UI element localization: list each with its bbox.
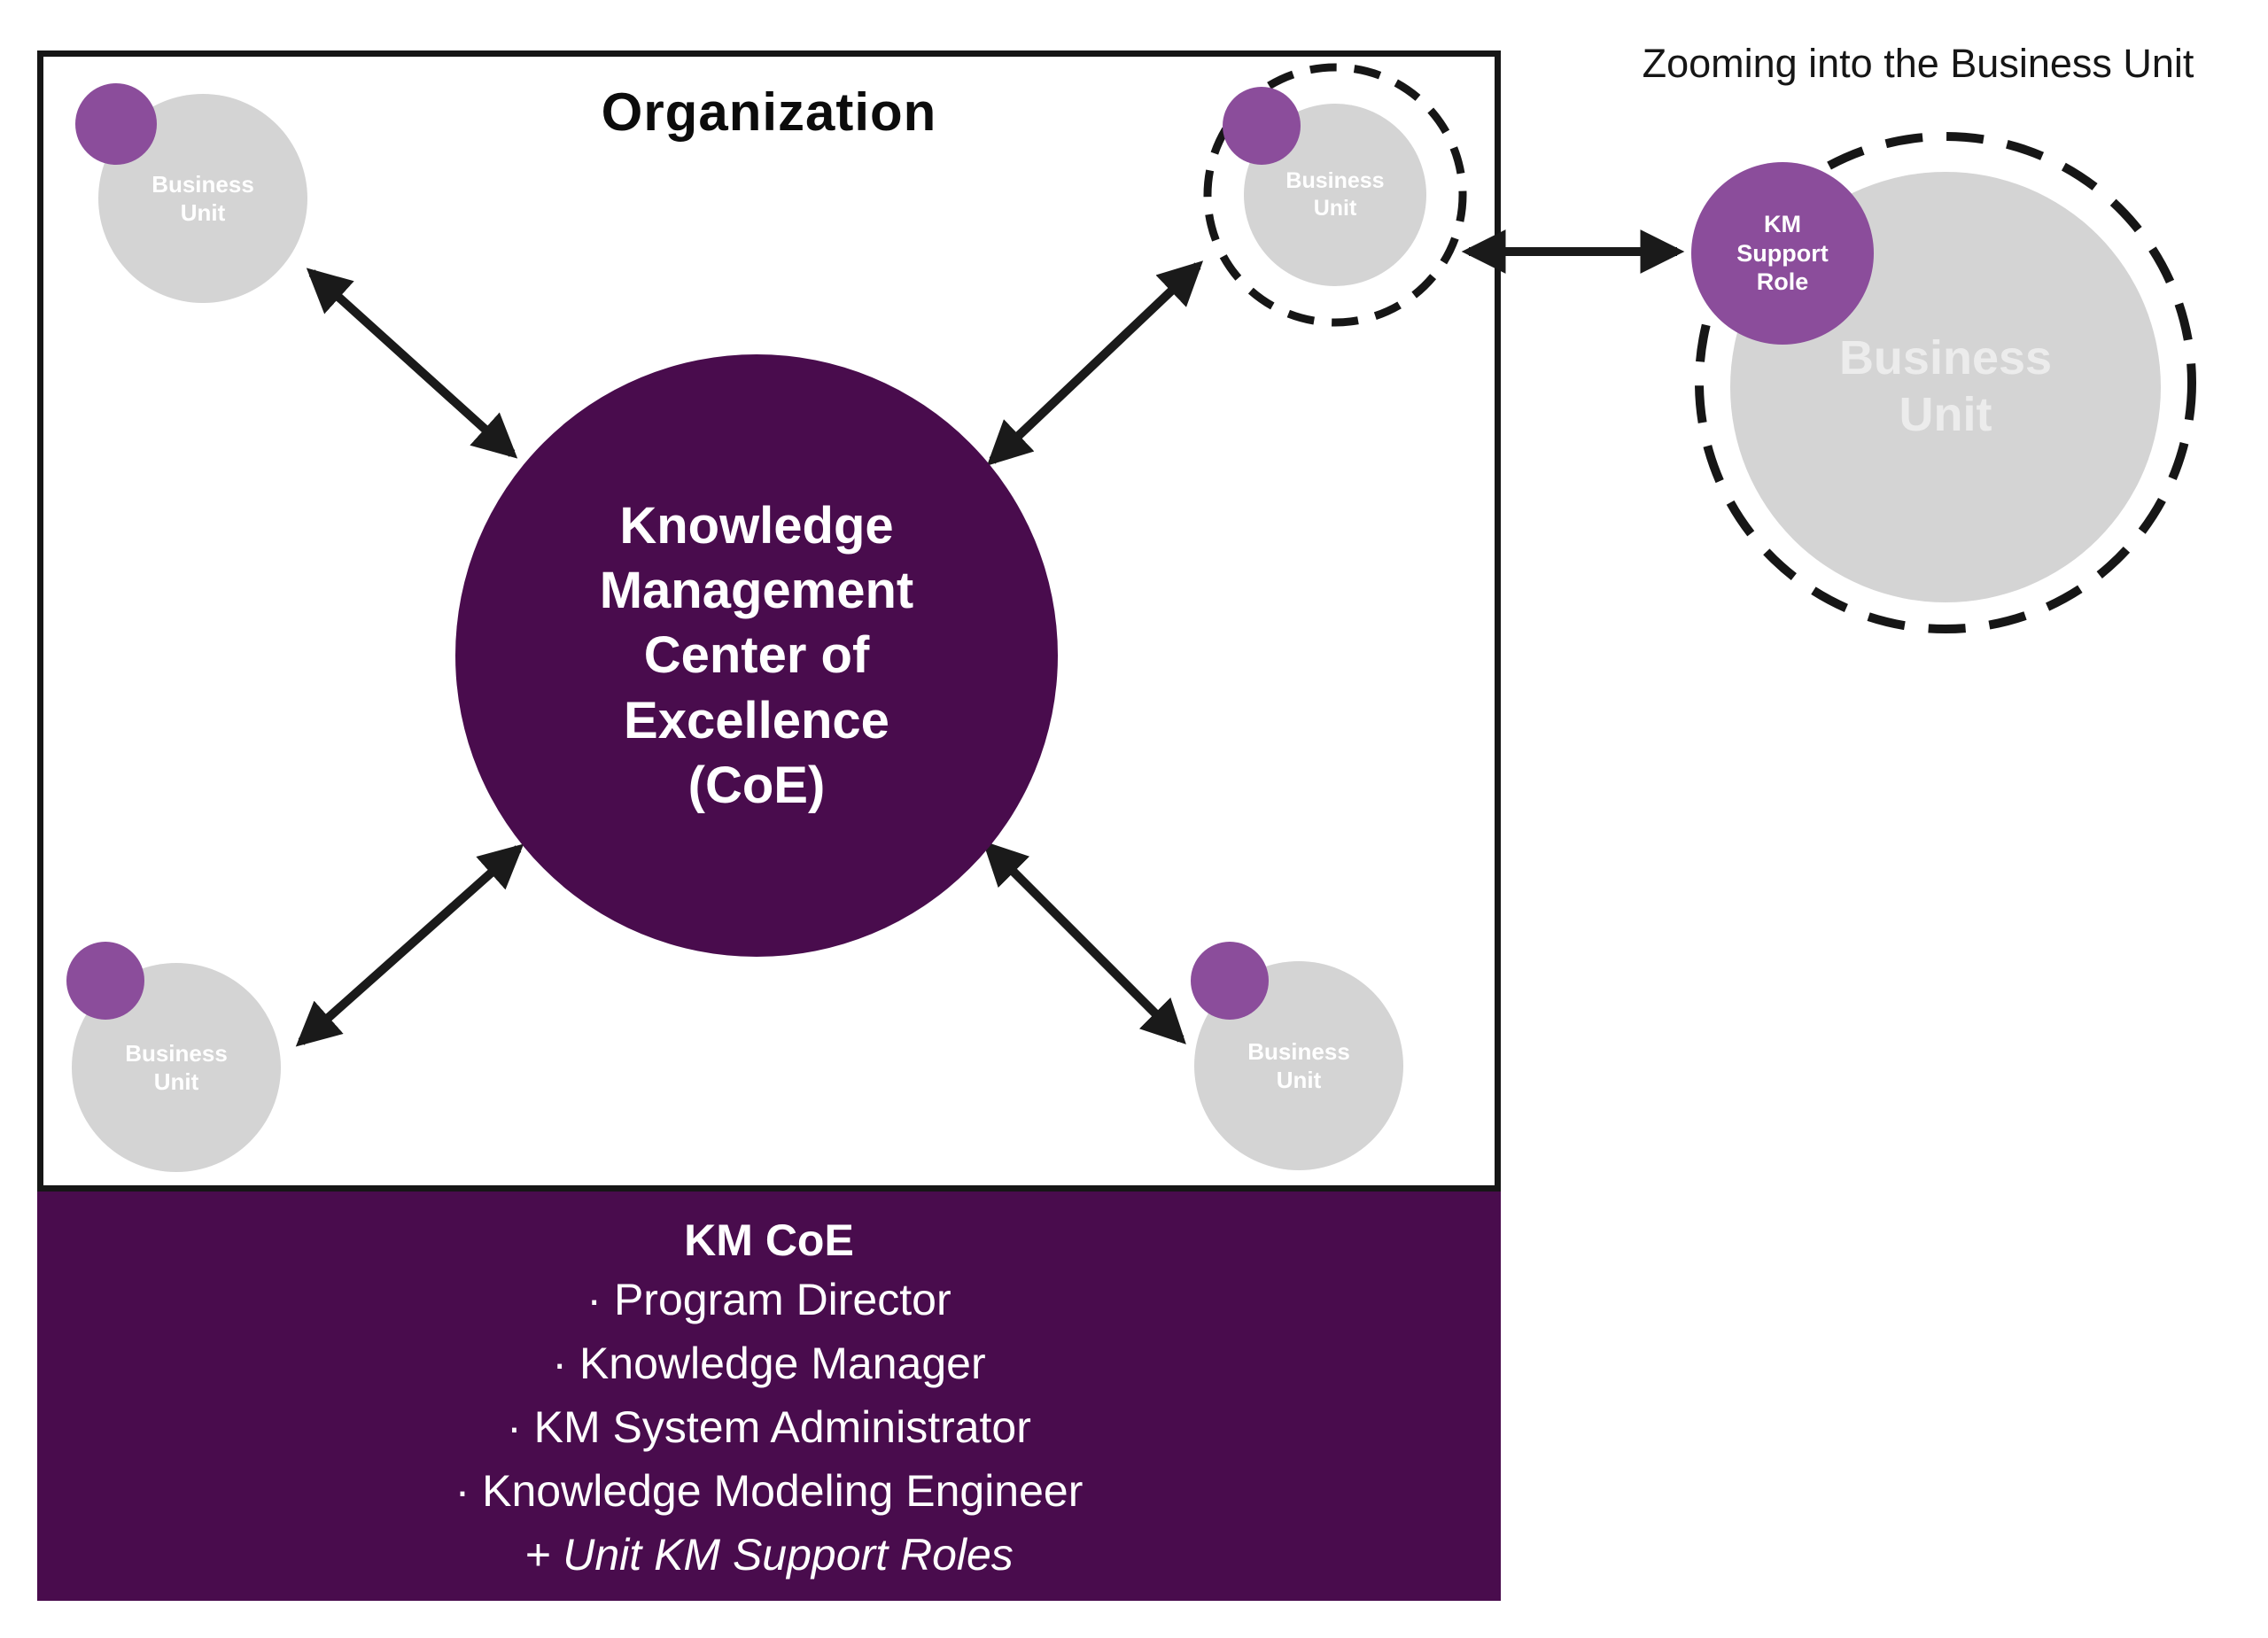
km-support-dot-icon (1191, 942, 1269, 1020)
business-unit-label-line: Business (151, 170, 254, 198)
role-item: · Program Director (586, 1275, 951, 1324)
business-unit-label-line: Business (1247, 1037, 1350, 1065)
km-coe-label-line: Excellence (624, 691, 889, 749)
km-support-role-label-line: Role (1756, 268, 1809, 296)
km-coe-label-line: Center of (643, 626, 870, 685)
business-unit-label-line: Unit (180, 199, 226, 226)
business-unit-label-line: Business (125, 1039, 228, 1067)
business-unit-circle-bottom-right: Business Unit (1194, 961, 1403, 1170)
km-support-dot-icon (1223, 87, 1301, 165)
role-item: · KM System Administrator (507, 1402, 1031, 1452)
km-support-role-circle: KM Support Role (1691, 162, 1874, 345)
km-coe-circle: Knowledge Management Center of Excellenc… (455, 354, 1058, 957)
km-support-role-label-line: Support (1736, 239, 1829, 267)
role-footnote: + Unit KM Support Roles (524, 1530, 1014, 1580)
km-coe-roles-panel: KM CoE · Program Director · Knowledge Ma… (37, 1192, 1501, 1601)
km-coe-label-line: (CoE) (687, 756, 826, 814)
business-unit-label-line: Unit (1313, 196, 1357, 221)
role-item: · Knowledge Modeling Engineer (454, 1466, 1084, 1516)
business-unit-label-line: Unit (1276, 1067, 1322, 1093)
km-support-role-label-line: KM (1764, 211, 1801, 238)
km-coe-label-line: Management (599, 562, 914, 620)
business-unit-label-line: Business (1285, 167, 1385, 193)
business-unit-label-line: Unit (1899, 388, 1992, 441)
km-support-dot-icon (66, 942, 144, 1020)
business-unit-label-line: Business (1838, 331, 2053, 385)
business-unit-label-line: Unit (153, 1068, 199, 1095)
km-coe-label-line: Knowledge (619, 497, 894, 555)
panel-title: KM CoE (684, 1215, 854, 1265)
organization-title: Organization (601, 82, 937, 142)
zoom-section-title: Zooming into the Business Unit (1642, 41, 2194, 86)
km-support-dot-icon (75, 83, 157, 165)
role-item: · Knowledge Manager (552, 1339, 986, 1388)
